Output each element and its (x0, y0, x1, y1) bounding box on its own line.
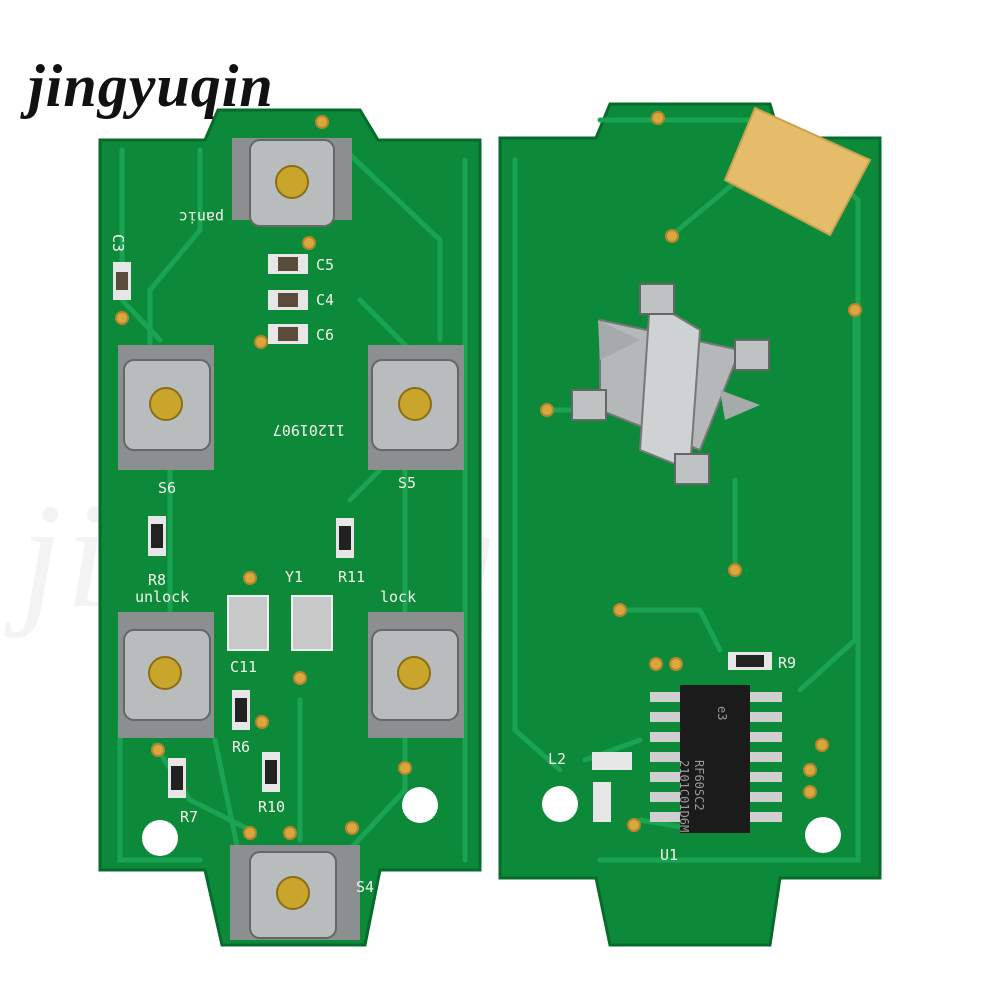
label-c11: C11 (230, 658, 257, 676)
label-r11: R11 (338, 568, 365, 586)
label-r10: R10 (258, 798, 285, 816)
label-r7: R7 (180, 808, 198, 826)
label-c6: C6 (316, 326, 334, 344)
label-c5: C5 (316, 256, 334, 274)
switch-lock (368, 612, 464, 738)
mount-hole (142, 820, 178, 856)
chip-u1: RF60SC2 2101C01D6M e3 (650, 685, 782, 833)
capacitor-back (593, 782, 611, 822)
back-vias (540, 111, 862, 832)
mount-hole (805, 817, 841, 853)
switch-s6 (118, 345, 214, 470)
chip-line1: RF60SC2 (692, 760, 706, 811)
label-y1: Y1 (285, 568, 303, 586)
back-board: RF60SC2 2101C01D6M e3 R9 L2 U1 (498, 102, 882, 947)
label-unlock: unlock (135, 588, 189, 606)
label-s6: S6 (158, 479, 176, 497)
resistor-r9-body (736, 655, 764, 667)
mount-hole (542, 786, 578, 822)
label-code: 11201907 (273, 421, 345, 439)
inductor-l2 (592, 752, 632, 770)
brand-logo: jingyuqin (28, 53, 274, 119)
switch-panic (232, 138, 352, 227)
antenna-pad (723, 106, 872, 237)
label-c4: C4 (316, 291, 334, 309)
mount-hole (402, 787, 438, 823)
switch-s4 (230, 845, 360, 940)
label-r9: R9 (778, 654, 796, 672)
label-r6: R6 (232, 738, 250, 756)
chip-logo: e3 (715, 706, 729, 720)
battery-clip (571, 283, 770, 485)
label-r8: R8 (148, 571, 166, 589)
label-c3: C3 (109, 234, 127, 252)
label-s4: S4 (356, 878, 374, 896)
front-smd-components (113, 254, 354, 798)
label-panic: panic (179, 208, 224, 226)
switch-unlock (118, 612, 214, 738)
label-s5: S5 (398, 474, 416, 492)
front-vias (115, 115, 412, 840)
front-board: panic C3 C5 C4 C6 11201907 S6 S5 R8 R11 … (98, 108, 482, 947)
label-lock: lock (380, 588, 416, 606)
chip-line2: 2101C01D6M (677, 760, 691, 832)
label-u1: U1 (660, 846, 678, 864)
switch-s5 (368, 345, 464, 470)
label-l2: L2 (548, 750, 566, 768)
